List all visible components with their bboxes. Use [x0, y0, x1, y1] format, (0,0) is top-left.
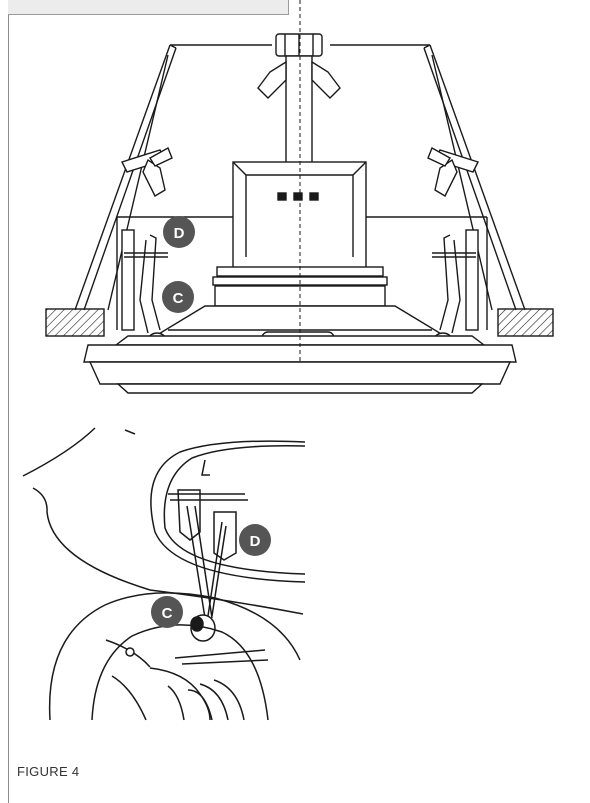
cage-left	[74, 44, 272, 311]
label-d-text: D	[250, 533, 261, 550]
speaker-cross-section	[45, 33, 554, 394]
label-badge-bottom-c: C	[151, 596, 183, 628]
label-c-text: C	[162, 605, 173, 622]
label-d-text: D	[174, 225, 185, 242]
label-badge-bottom-d: D	[239, 524, 271, 556]
page-header-tab	[8, 0, 288, 15]
ceiling-board-right	[497, 308, 554, 337]
label-c-text: C	[173, 290, 184, 307]
label-badge-top-c: C	[162, 281, 194, 313]
page-header-tab-edge	[288, 0, 289, 15]
clip-detail-view	[22, 427, 306, 721]
figure-caption: FIGURE 4	[17, 764, 80, 779]
label-badge-top-d: D	[163, 216, 195, 248]
cage-right	[330, 44, 526, 311]
ceiling-board-left	[45, 308, 105, 337]
page-frame-line	[8, 0, 9, 803]
